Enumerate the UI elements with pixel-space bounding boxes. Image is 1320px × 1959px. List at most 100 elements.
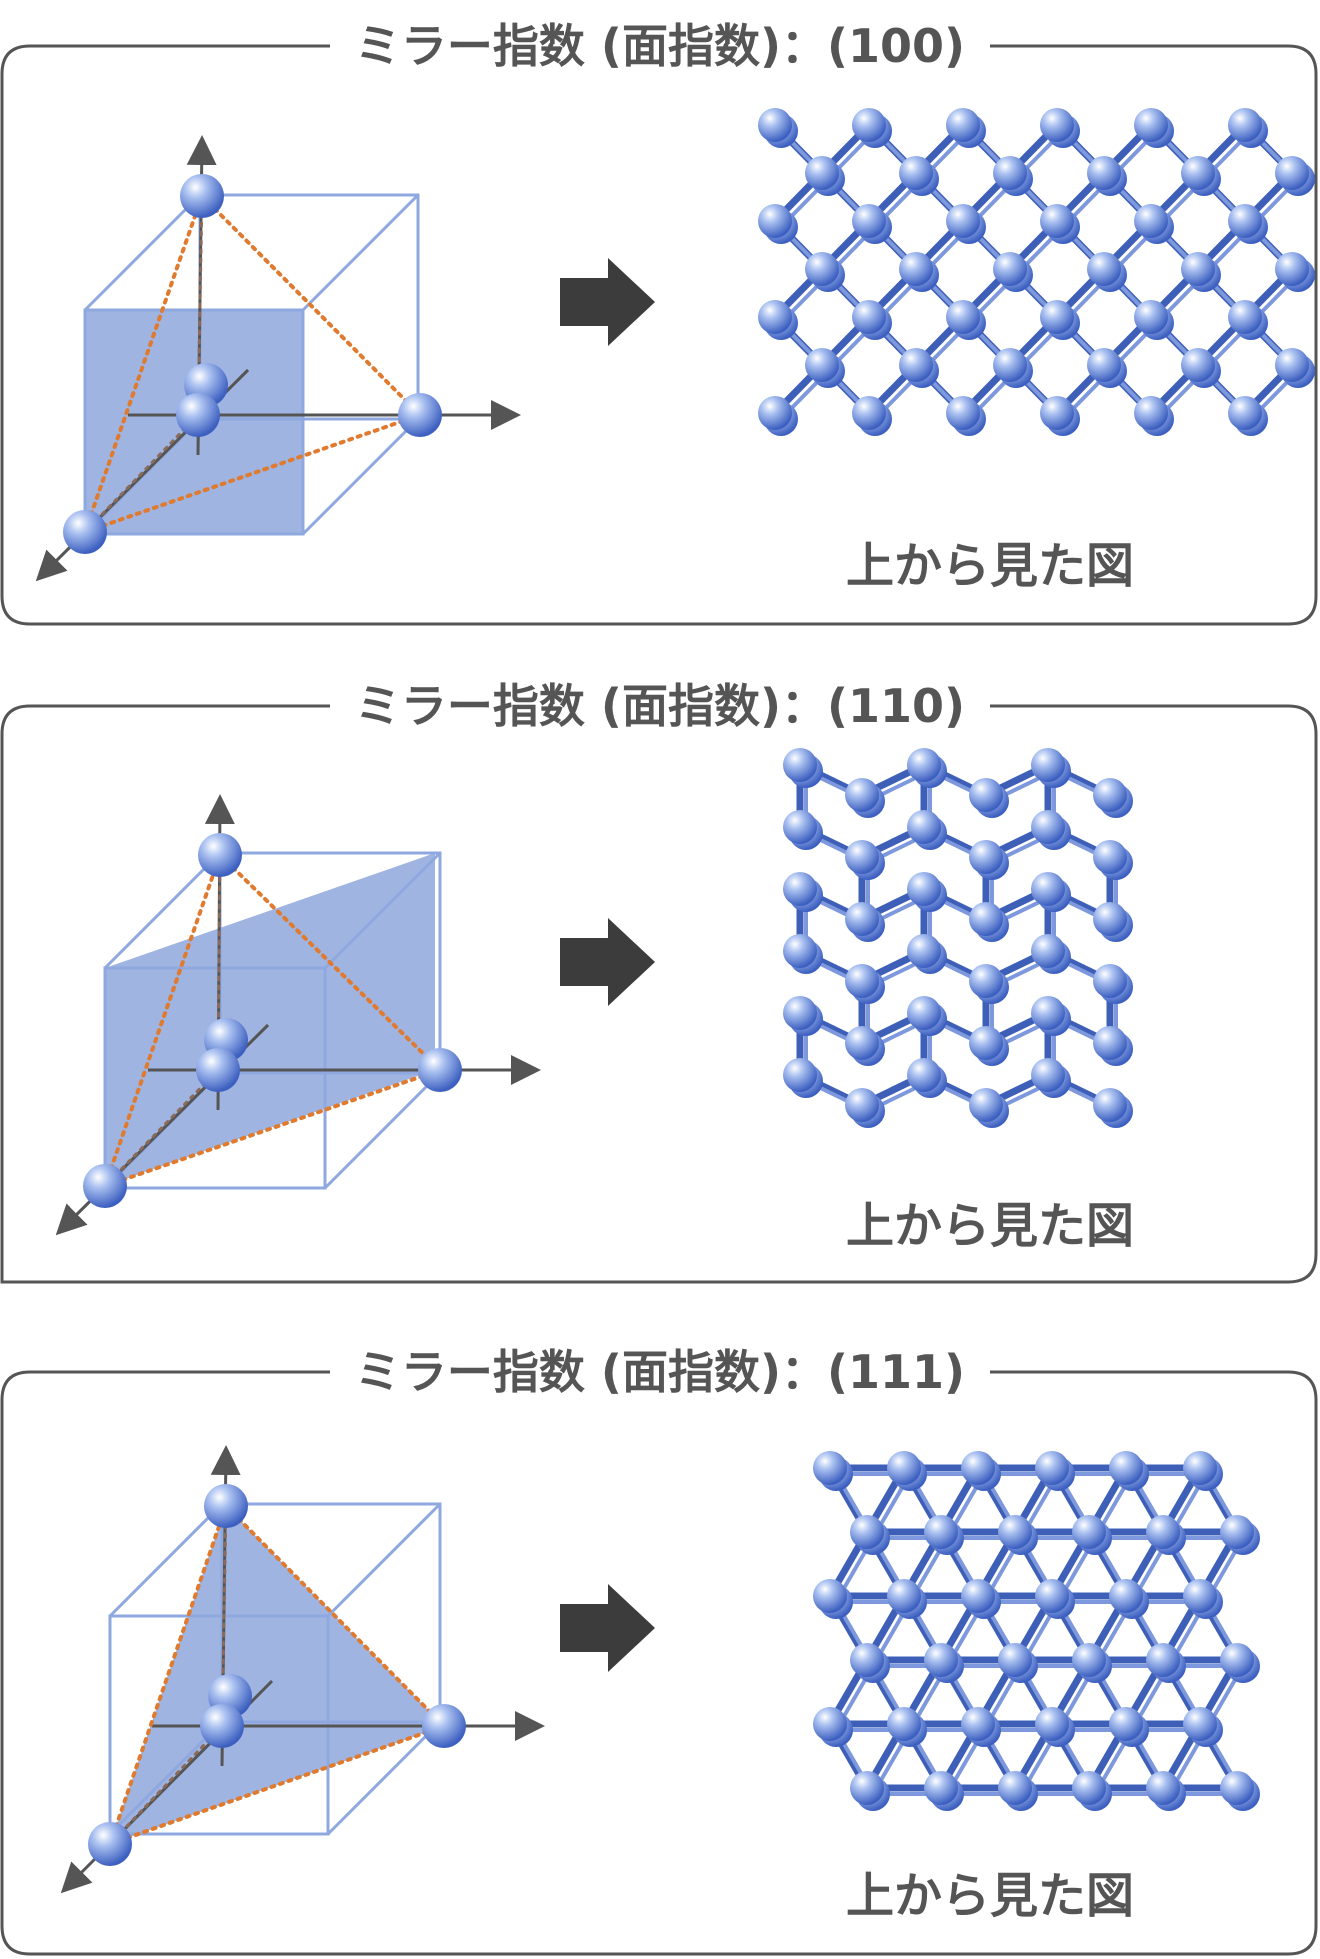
atom: [1181, 252, 1215, 286]
dotted-line: [103, 1068, 220, 1188]
atom: [1181, 348, 1215, 382]
panel-title: ミラー指数 (面指数)：(111): [330, 1342, 990, 1402]
atom: [1031, 996, 1065, 1030]
atom: [1087, 156, 1121, 190]
atom: [1220, 1771, 1254, 1805]
atom: [1035, 1579, 1069, 1613]
atom: [1035, 1707, 1069, 1741]
panel-title: ミラー指数 (面指数)：(110): [330, 676, 990, 736]
atom: [1093, 1088, 1127, 1122]
atom: [813, 1451, 847, 1485]
atom: [1146, 1643, 1180, 1677]
atom: [1035, 1451, 1069, 1485]
atom: [852, 108, 886, 142]
atom: [180, 174, 224, 218]
atom: [196, 1048, 240, 1092]
miller-diagram-110: [55, 748, 1133, 1236]
atom: [845, 1026, 879, 1060]
dotted-line: [224, 1504, 446, 1728]
atom: [946, 300, 980, 334]
atom: [1109, 1451, 1143, 1485]
lattice-top-view: [758, 108, 1315, 436]
atom: [924, 1771, 958, 1805]
panel-110: ミラー指数 (面指数)：(110) 上から見た図: [0, 660, 1320, 1290]
panel-frame: [0, 44, 1318, 626]
atom: [88, 1822, 132, 1866]
atom: [758, 204, 792, 238]
atom: [418, 1048, 462, 1092]
atom: [813, 1707, 847, 1741]
dotted-line: [200, 194, 422, 417]
atom: [887, 1451, 921, 1485]
atom: [83, 1164, 127, 1208]
atom: [852, 300, 886, 334]
atom: [1146, 1515, 1180, 1549]
atom: [783, 748, 817, 782]
atom: [783, 934, 817, 968]
atom: [1275, 348, 1309, 382]
atom: [1228, 108, 1262, 142]
miller-diagram-111: [60, 1445, 1260, 1894]
atom: [969, 778, 1003, 812]
atom: [887, 1579, 921, 1613]
atom: [1109, 1579, 1143, 1613]
atom: [1181, 156, 1215, 190]
atom: [1275, 156, 1309, 190]
atom: [1040, 108, 1074, 142]
cube-diagram: [35, 135, 521, 582]
atom: [1134, 108, 1168, 142]
atom: [1087, 348, 1121, 382]
atom: [1275, 252, 1309, 286]
atom: [907, 748, 941, 782]
atom: [1183, 1579, 1217, 1613]
atom: [1146, 1771, 1180, 1805]
atom: [1220, 1643, 1254, 1677]
atom: [998, 1643, 1032, 1677]
atom: [204, 1484, 248, 1528]
atom: [1093, 902, 1127, 936]
dotted-line: [108, 1724, 224, 1846]
top-view-caption: 上から見た図: [845, 538, 1134, 594]
cube-diagram: [55, 794, 541, 1236]
cube-edge: [103, 851, 222, 970]
atom: [969, 902, 1003, 936]
atom: [907, 872, 941, 906]
dotted-line: [83, 413, 422, 534]
atom: [887, 1707, 921, 1741]
right-arrow-icon: [560, 1584, 655, 1672]
atom: [852, 396, 886, 430]
atom: [1109, 1707, 1143, 1741]
atom: [813, 1579, 847, 1613]
cube-edge: [326, 1720, 442, 1836]
atom: [899, 156, 933, 190]
atom: [783, 810, 817, 844]
top-view-caption: 上から見た図: [845, 1868, 1134, 1924]
atom: [961, 1451, 995, 1485]
dotted-line: [83, 413, 200, 534]
atom: [993, 156, 1027, 190]
atom: [924, 1643, 958, 1677]
atom: [969, 1088, 1003, 1122]
atom: [907, 1058, 941, 1092]
atom: [899, 252, 933, 286]
atom: [805, 252, 839, 286]
panel-title: ミラー指数 (面指数)：(100): [330, 16, 990, 76]
atom: [845, 840, 879, 874]
cube-edge: [326, 1502, 442, 1618]
miller-diagram-100: [35, 108, 1315, 582]
atom: [998, 1515, 1032, 1549]
dotted-line: [108, 1724, 446, 1846]
atom: [783, 996, 817, 1030]
atom: [1220, 1515, 1254, 1549]
atom: [1031, 810, 1065, 844]
cube-edge: [108, 1720, 224, 1836]
atom: [63, 510, 107, 554]
atom: [1228, 204, 1262, 238]
atom: [850, 1643, 884, 1677]
dotted-line: [83, 194, 204, 534]
dotted-line: [108, 1504, 228, 1846]
atom: [924, 1515, 958, 1549]
atom: [422, 1704, 466, 1748]
atom: [1072, 1515, 1106, 1549]
cube-edge: [301, 193, 420, 312]
